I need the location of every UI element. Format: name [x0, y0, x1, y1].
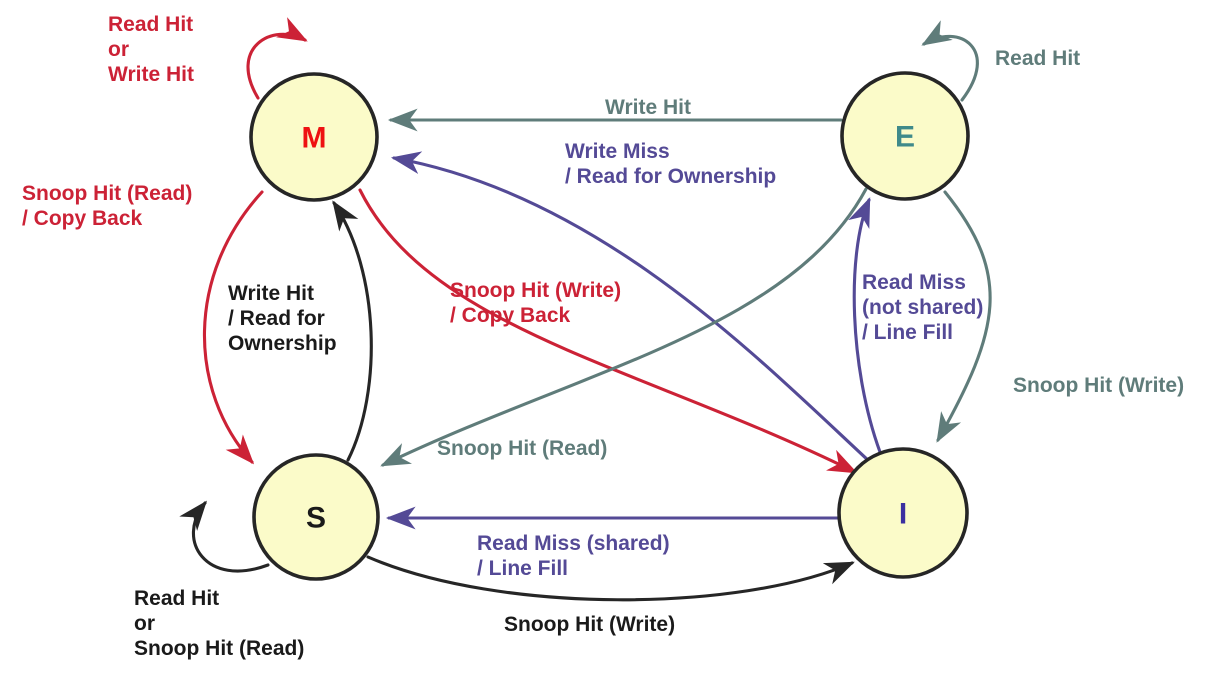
- edge-label-s-to-i: Snoop Hit (Write): [504, 613, 676, 636]
- edge-label-m-self: Read Hit or Write Hit: [108, 13, 194, 86]
- edge-label-s-to-m: Write Hit / Read for Ownership: [228, 282, 337, 355]
- state-label-e: E: [895, 121, 915, 154]
- state-nodes: M E S I: [249, 71, 970, 581]
- edge-label-m-to-s: Snoop Hit (Read) / Copy Back: [22, 182, 193, 230]
- edge-label-s-self: Read Hit or Snoop Hit (Read): [134, 587, 305, 660]
- edge-e-to-e: [921, 20, 979, 102]
- state-label-i: I: [899, 498, 907, 531]
- edge-label-m-to-i: Snoop Hit (Write) / Copy Back: [450, 279, 622, 327]
- state-node-s[interactable]: [252, 453, 380, 581]
- state-label-m: M: [302, 122, 327, 155]
- edge-label-i-to-m: Write Miss / Read for Ownership: [565, 140, 777, 188]
- edge-s-to-m: [332, 200, 373, 462]
- edge-e-to-s: [380, 187, 868, 467]
- edge-label-e-to-s: Snoop Hit (Read): [437, 437, 608, 460]
- edge-label-e-to-m: Write Hit: [605, 96, 691, 119]
- edge-m-to-s: [202, 190, 264, 465]
- edge-label-e-self: Read Hit: [995, 47, 1081, 70]
- edge-m-to-m: [246, 17, 308, 100]
- state-node-e[interactable]: [840, 71, 970, 201]
- edge-i-to-e: [848, 197, 882, 454]
- edge-i-to-m: [390, 151, 872, 464]
- state-node-i[interactable]: [837, 447, 969, 579]
- edge-label-i-to-s: Read Miss (shared) / Line Fill: [477, 532, 670, 580]
- edge-s-to-i: [366, 555, 855, 602]
- state-label-s: S: [306, 502, 326, 535]
- edge-m-to-i: [358, 188, 858, 474]
- edge-e-to-i: [936, 190, 992, 443]
- state-node-m[interactable]: [249, 72, 379, 202]
- edge-s-to-s: [179, 500, 270, 573]
- edge-label-e-to-i: Snoop Hit (Write): [1013, 374, 1185, 397]
- edge-label-i-to-e: Read Miss (not shared) / Line Fill: [862, 271, 984, 344]
